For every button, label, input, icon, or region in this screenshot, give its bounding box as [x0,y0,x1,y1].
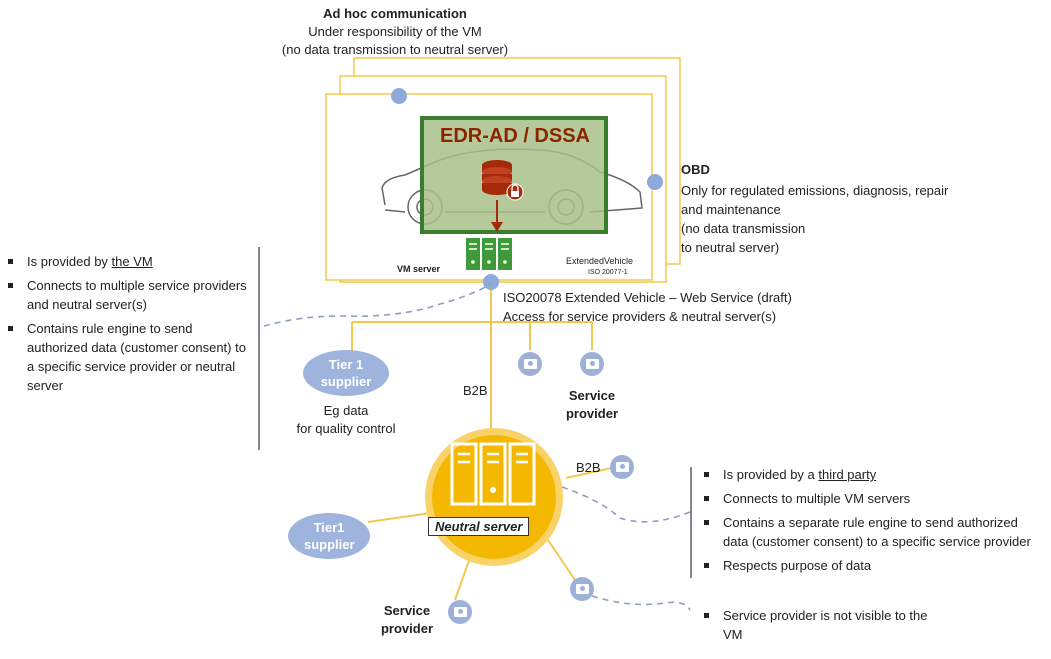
b2b-top-label: B2B [463,383,488,398]
obd-line4: to neutral server) [681,240,780,255]
b2b-right-label: B2B [576,460,601,475]
adhoc-line2: (no data transmission to neutral server) [281,42,509,57]
obd-interface-dot [647,174,663,190]
tier1-supplier-top: Tier 1 supplier [303,350,389,396]
list-item: Contains a separate rule engine to send … [701,513,1046,551]
list-item: Respects purpose of data [701,556,1046,575]
extended-vehicle-label: ExtendedVehicle [566,256,634,266]
tier1-note2: for quality control [296,421,396,436]
vm-callout-line [263,283,492,327]
adhoc-line1: Under responsibility of the VM [308,24,482,39]
web-service-line2: Access for service providers & neutral s… [503,309,777,324]
edr-arrow-head [491,222,503,232]
list-item: Connects to multiple VM servers [701,489,1046,508]
edr-title: EDR-AD / DSSA [439,125,590,147]
obd-title: OBD [681,162,710,177]
neutral-server-bullets: Is provided by a third party Connects to… [701,465,1046,580]
iso-20077-label: ISO 20077-1 [588,269,628,276]
service-provider-icon [570,577,594,601]
service-provider-icon [518,352,542,376]
service-provider-icon [580,352,604,376]
obd-line1: Only for regulated emissions, diagnosis,… [681,183,949,198]
service-provider-icon [610,455,634,479]
list-item: Contains rule engine to send authorized … [5,319,253,395]
neutral-server-label: Neutral server [428,517,530,536]
adhoc-interface-dot [391,88,407,104]
obd-line3: (no data transmission [681,221,806,236]
neutral-server-icon [425,428,563,566]
list-item: Is provided by a third party [701,465,1046,484]
list-item: Service provider is not visible to the V… [701,606,941,644]
web-service-interface-dot [483,274,499,290]
obd-line2: and maintenance [681,202,781,217]
web-service-line1: ISO20078 Extended Vehicle – Web Service … [503,290,792,305]
tier1-supplier-bottom: Tier1 supplier [288,513,370,559]
service-provider-bullet: Service provider is not visible to the V… [701,606,941,649]
vm-server-bullets: Is provided by the VM Connects to multip… [5,252,253,400]
service-provider-bottom-label: Service provider [380,603,433,636]
service-provider-top-label: Service provider [565,388,618,421]
service-provider-icon [448,600,472,624]
sp-callout-line [591,595,691,611]
database-lock-icon [482,160,524,201]
neutral-callout-line [561,486,691,523]
vm-server-label: VM server [397,264,441,274]
vm-server-icon [466,238,512,270]
adhoc-title: Ad hoc communication [323,6,467,21]
list-item: Connects to multiple service providers a… [5,276,253,314]
edr-box [420,116,608,234]
tier1-note1: Eg data [323,403,369,418]
list-item: Is provided by the VM [5,252,253,271]
